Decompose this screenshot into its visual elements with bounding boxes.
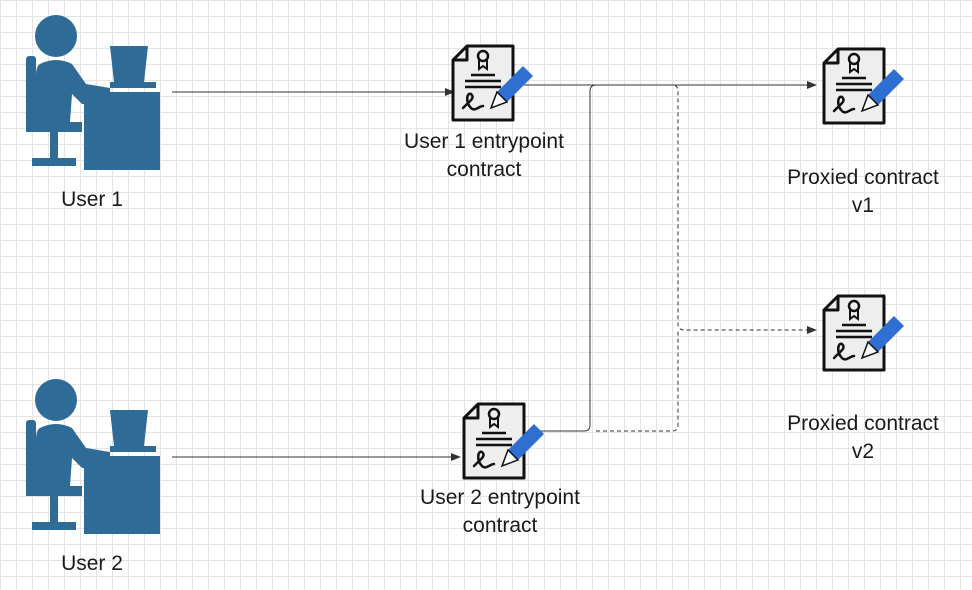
signed-contract-icon <box>462 402 544 480</box>
user1-label: User 1 <box>61 188 123 211</box>
proxied-v1-label: Proxied contract v1 <box>787 166 939 217</box>
entry2-label: User 2 entrypoint contract <box>420 486 580 537</box>
edge-entry2-to-proxied-v1 <box>540 84 640 432</box>
user-at-computer-icon <box>26 379 160 534</box>
signed-contract-icon <box>822 294 904 372</box>
user-at-computer-icon <box>26 15 160 170</box>
edge-entry2-to-proxied-v2 <box>596 330 679 432</box>
edge-entry1-to-proxied-v2 <box>640 84 817 334</box>
user2-label: User 2 <box>61 552 123 575</box>
proxied-v2-label: Proxied contract v2 <box>787 412 939 463</box>
signed-contract-icon <box>451 44 533 122</box>
signed-contract-icon <box>822 47 904 125</box>
entry1-label: User 1 entrypoint contract <box>404 130 564 181</box>
